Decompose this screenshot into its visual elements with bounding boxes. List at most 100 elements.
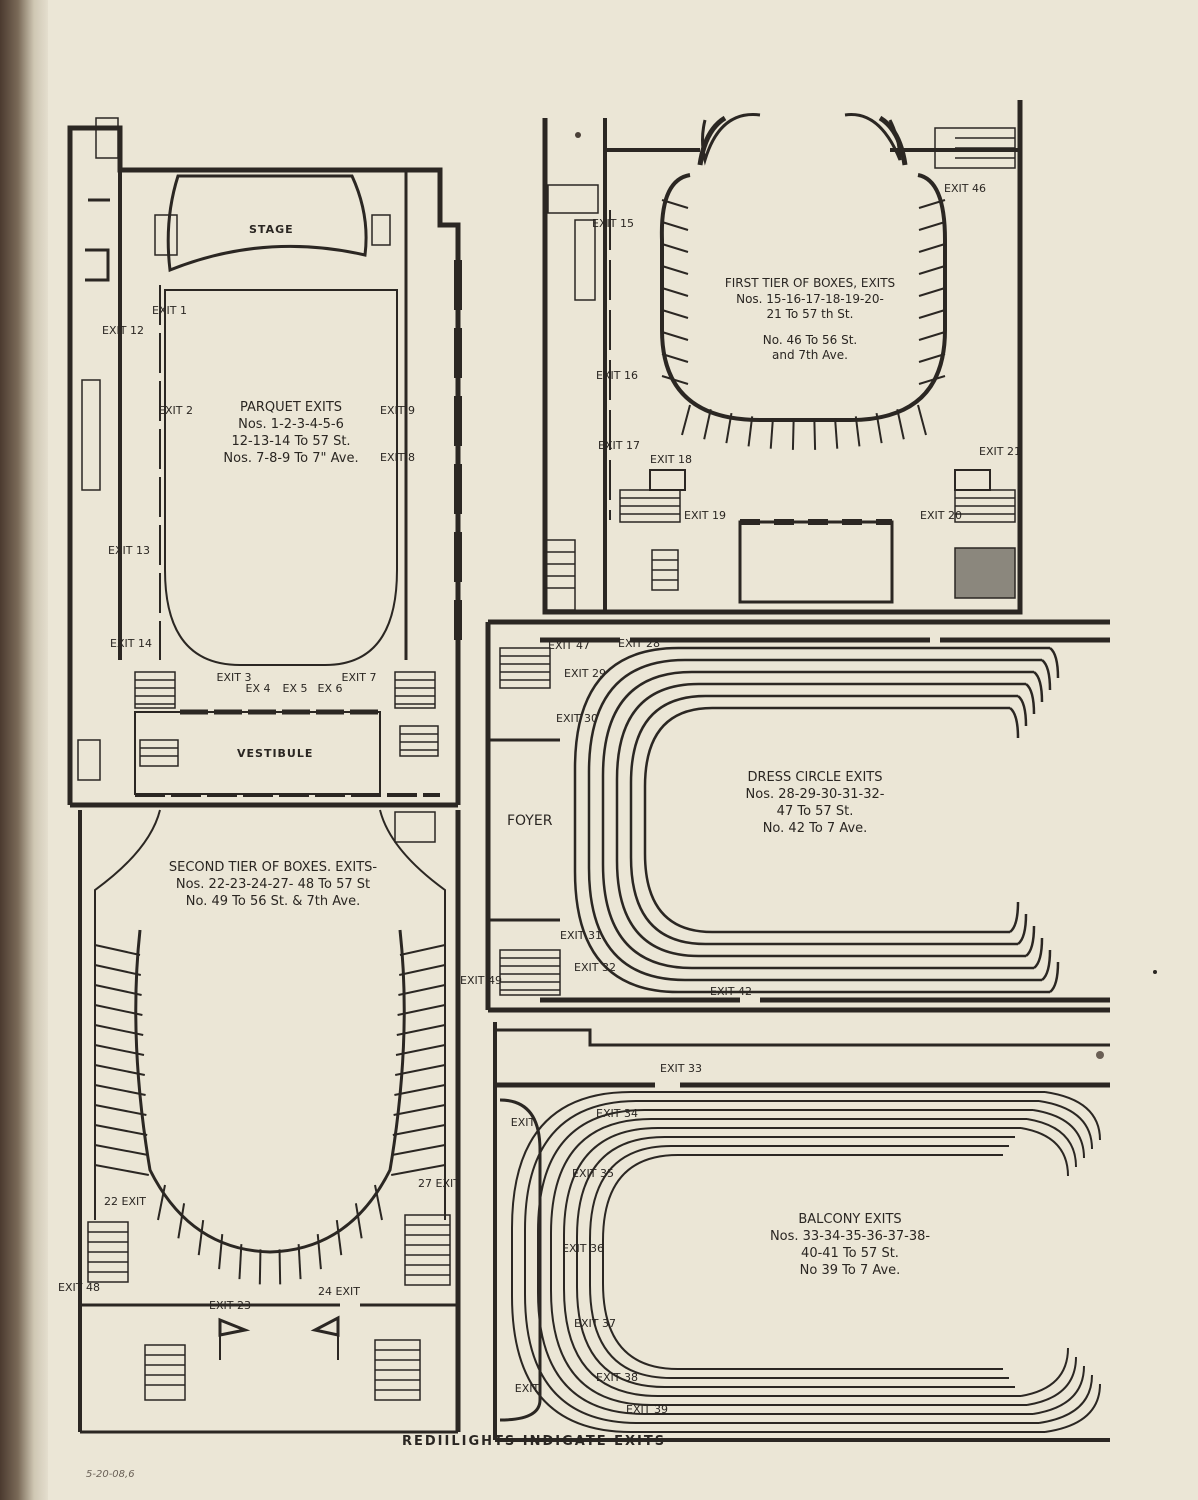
box-partition xyxy=(918,375,946,385)
parquet-exits-block: PARQUET EXITS Nos. 1-2-3-4-5-6 12-13-14 … xyxy=(186,400,396,468)
seating-row xyxy=(537,1109,1033,1415)
balcony-exits-block: BALCONY EXITS Nos. 33-34-35-36-37-38- 40… xyxy=(735,1212,965,1280)
exit-37-label: EXIT 37 xyxy=(574,1317,616,1330)
seating-row xyxy=(576,1136,1015,1388)
box-partition xyxy=(394,1084,446,1096)
box-partition xyxy=(197,1220,205,1256)
box-partition xyxy=(238,1244,243,1280)
box-partition xyxy=(94,1084,146,1096)
exit-5-label: EX 5 xyxy=(282,682,308,695)
row-end xyxy=(1044,1091,1101,1141)
row-end xyxy=(1020,1347,1069,1397)
exit-3-label: EXIT 3 xyxy=(216,671,252,684)
seating-row xyxy=(601,670,1034,970)
exit-23-label: EXIT 23 xyxy=(209,1299,251,1312)
dress-circle-heading: DRESS CIRCLE EXITS xyxy=(747,770,883,785)
first-tier-line-3: No. 46 To 56 St. xyxy=(762,332,858,347)
seating-row xyxy=(589,1145,1009,1379)
first-tier-line-1: Nos. 15-16-17-18-19-20- xyxy=(736,291,884,306)
vestibule-label: VESTIBULE xyxy=(237,747,314,760)
row-end xyxy=(1026,1356,1077,1406)
exit-8-label: EXIT 8 xyxy=(380,451,415,464)
exit-34-label: EXIT 34 xyxy=(596,1107,638,1120)
box-partition xyxy=(918,287,946,297)
box-partition xyxy=(94,1044,145,1056)
exit-31-label: EXIT 31 xyxy=(560,929,602,942)
first-tier-plan xyxy=(542,100,1023,615)
box-partition xyxy=(661,353,689,363)
parquet-line-2: 12-13-14 To 57 St. xyxy=(231,433,351,449)
row-end xyxy=(1033,671,1044,703)
balcony-exit-upper-label: EXIT xyxy=(510,1116,536,1129)
first-tier-heading: FIRST TIER OF BOXES, EXITS xyxy=(724,276,896,290)
first-tier-line-4: and 7th Ave. xyxy=(772,348,848,363)
box-partition xyxy=(918,199,946,209)
box-partition xyxy=(157,1184,166,1221)
row-end xyxy=(1038,1100,1093,1150)
box-partition xyxy=(297,1244,302,1280)
dress-circle-plan xyxy=(485,619,1110,1013)
foyer-label: FOYER xyxy=(507,813,553,829)
box-partition xyxy=(94,944,141,956)
parquet-line-1: Nos. 1-2-3-4-5-6 xyxy=(238,416,344,432)
exit-20-label: EXIT 20 xyxy=(920,509,962,522)
second-tier-line-2: No. 49 To 56 St. & 7th Ave. xyxy=(185,893,361,909)
box-partition xyxy=(918,353,946,363)
seating-row xyxy=(602,1154,1003,1370)
dress-circle-line-1: Nos. 28-29-30-31-32- xyxy=(745,786,885,802)
seating-row xyxy=(563,1127,1021,1397)
box-partition xyxy=(278,1249,282,1285)
exit-24-label: 24 EXIT xyxy=(318,1285,360,1298)
first-tier-line-2: 21 To 57 th St. xyxy=(766,307,854,322)
box-partition xyxy=(661,199,689,209)
exit-2-label: EXIT 2 xyxy=(158,404,193,417)
exit-27-label: 27 EXIT xyxy=(418,1177,460,1190)
box-partition xyxy=(661,309,689,319)
box-partition xyxy=(875,412,883,444)
parquet-plan xyxy=(67,117,462,808)
exit-7-label: EXIT 7 xyxy=(341,671,377,684)
second-tier-exits-block: SECOND TIER OF BOXES. EXITS- Nos. 22-23-… xyxy=(138,860,408,911)
box-partition xyxy=(725,412,733,444)
row-end xyxy=(1049,647,1060,679)
box-partition xyxy=(399,944,446,956)
box-partition xyxy=(918,331,946,341)
seating-row xyxy=(615,682,1026,958)
row-end xyxy=(1044,1383,1101,1433)
box-partition xyxy=(94,964,142,976)
box-partition xyxy=(316,1234,322,1270)
parquet-line-3: Nos. 7-8-9 To 7" Ave. xyxy=(223,450,359,466)
stage-label: STAGE xyxy=(249,223,294,236)
box-partition xyxy=(834,418,839,449)
binding-spine xyxy=(0,0,48,1500)
exit-15-label: EXIT 15 xyxy=(592,217,634,230)
box-partition xyxy=(395,1044,446,1056)
exit-13-label: EXIT 13 xyxy=(108,544,150,557)
exit-21-label: EXIT 21 xyxy=(979,445,1021,458)
balcony-plan xyxy=(493,1022,1110,1442)
box-partition xyxy=(94,1124,148,1136)
box-partition xyxy=(896,409,905,440)
box-partition xyxy=(94,1004,143,1016)
box-partition xyxy=(769,418,774,449)
exit-17-label: EXIT 17 xyxy=(598,439,640,452)
box-partition xyxy=(335,1220,343,1256)
second-tier-heading: SECOND TIER OF BOXES. EXITS- xyxy=(168,860,378,875)
box-partition xyxy=(94,1164,149,1176)
seating-row xyxy=(643,706,1010,934)
row-end xyxy=(1041,949,1052,981)
box-partition xyxy=(918,309,946,319)
exit-30-label: EXIT 30 xyxy=(556,712,598,725)
box-partition xyxy=(918,221,946,231)
box-partition xyxy=(354,1203,363,1239)
dress-circle-line-3: No. 42 To 7 Ave. xyxy=(762,820,868,836)
box-partition xyxy=(94,1064,145,1076)
seating-row xyxy=(573,646,1050,994)
box-partition xyxy=(747,416,754,447)
dress-circle-line-2: 47 To 57 St. xyxy=(776,803,854,819)
row-end xyxy=(1025,925,1036,957)
box-partition xyxy=(703,409,712,440)
box-partition xyxy=(661,375,689,385)
exit-42-label: EXIT 42 xyxy=(710,985,752,998)
